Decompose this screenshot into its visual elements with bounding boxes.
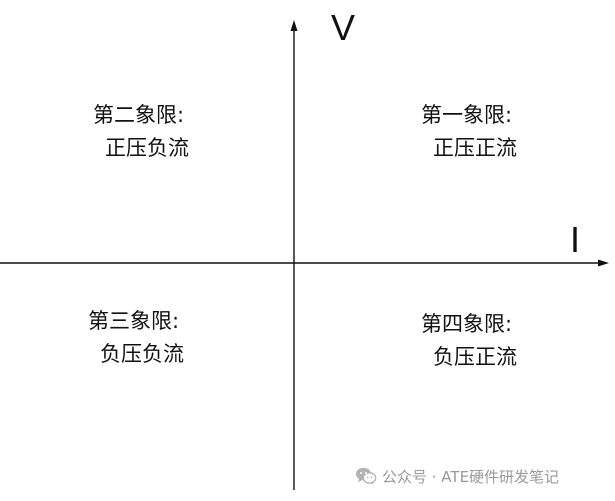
quadrant-2: 第二象限: 正压负流	[93, 99, 189, 165]
quadrant-2-description: 正压负流	[105, 136, 189, 160]
quadrant-2-title: 第二象限:	[93, 103, 185, 127]
quadrant-3-title: 第三象限:	[88, 309, 180, 333]
watermark: 公众号 · ATE硬件研发笔记	[355, 463, 559, 489]
quadrant-4-description: 负压正流	[433, 345, 517, 369]
wechat-icon	[355, 466, 377, 486]
quadrant-1-title: 第一象限:	[421, 103, 513, 127]
quadrant-4-title: 第四象限:	[421, 312, 513, 336]
horizontal-axis-arrow	[598, 259, 609, 267]
horizontal-axis-label: I	[570, 219, 581, 260]
quadrant-1-description: 正压正流	[433, 136, 517, 160]
quadrant-4: 第四象限: 负压正流	[421, 308, 517, 374]
quadrant-3-description: 负压负流	[100, 342, 184, 366]
quadrant-3: 第三象限: 负压负流	[88, 305, 184, 371]
watermark-text: 公众号 · ATE硬件研发笔记	[382, 467, 560, 486]
quadrant-1: 第一象限: 正压正流	[421, 99, 517, 165]
vertical-axis-arrow	[290, 20, 298, 31]
vertical-axis-label: V	[331, 7, 356, 48]
